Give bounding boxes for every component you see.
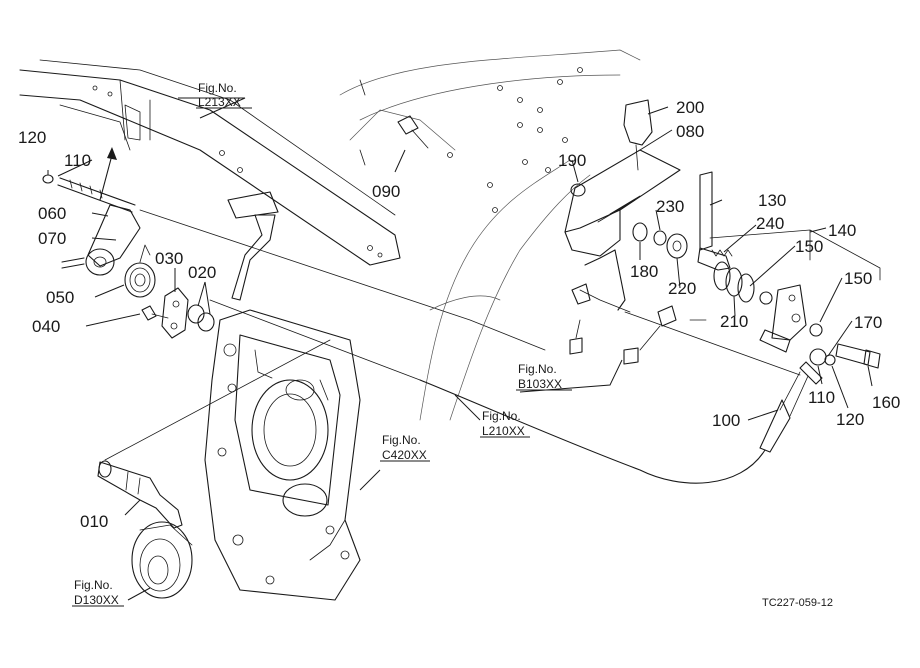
svg-text:Fig.No.: Fig.No. (198, 81, 237, 95)
part-label-120: 120 (18, 128, 46, 147)
svg-text:Fig.No.: Fig.No. (518, 362, 557, 376)
part-label-160: 160 (872, 393, 900, 412)
part-label-070: 070 (38, 229, 66, 248)
part-label-020: 020 (188, 263, 216, 282)
part-label-230: 230 (656, 197, 684, 216)
throttle-cable (209, 299, 823, 484)
part-label-040: 040 (32, 317, 60, 336)
part-label-210: 210 (720, 312, 748, 331)
gear-part (131, 521, 193, 599)
part-label-190: 190 (558, 151, 586, 170)
fig-ref-b103: Fig.No. B103XX (518, 362, 562, 391)
part-label-060: 060 (38, 204, 66, 223)
part-label-240: 240 (756, 214, 784, 233)
part-label-130: 130 (758, 191, 786, 210)
svg-text:L210XX: L210XX (482, 424, 525, 438)
part-label-140: 140 (828, 221, 856, 240)
part-label-030: 030 (155, 249, 183, 268)
svg-text:Fig.No.: Fig.No. (74, 578, 113, 592)
part-labels: 120 110 060 070 050 030 020 040 010 090 … (18, 98, 900, 531)
lever-bracket (564, 99, 881, 369)
part-label-110-b: 110 (808, 388, 835, 407)
left-linkage (42, 147, 546, 351)
part-label-090: 090 (372, 182, 400, 201)
svg-text:C420XX: C420XX (382, 448, 427, 462)
part-label-150-b: 150 (844, 269, 872, 288)
engine-housing (339, 49, 641, 421)
fig-ref-d130: Fig.No. D130XX (74, 578, 119, 607)
svg-text:L213XX: L213XX (198, 95, 241, 109)
fig-ref-l213: Fig.No. L213XX (198, 81, 241, 109)
figure-references: Fig.No. L213XX Fig.No. B103XX Fig.No. L2… (72, 81, 572, 607)
part-label-010: 010 (80, 512, 108, 531)
frame-rail (19, 59, 401, 301)
svg-text:Fig.No.: Fig.No. (482, 409, 521, 423)
fig-ref-c420: Fig.No. C420XX (382, 433, 427, 462)
svg-text:Fig.No.: Fig.No. (382, 433, 421, 447)
part-label-180: 180 (630, 262, 658, 281)
svg-text:D130XX: D130XX (74, 593, 119, 607)
part-label-150: 150 (795, 237, 823, 256)
part-label-170: 170 (854, 313, 882, 332)
fig-ref-l210: Fig.No. L210XX (482, 409, 525, 438)
part-label-050: 050 (46, 288, 74, 307)
part-label-110: 110 (64, 151, 91, 170)
drawing-code: TC227-059-12 (762, 597, 833, 609)
transmission-case (204, 309, 361, 601)
part-label-200: 200 (676, 98, 704, 117)
svg-text:B103XX: B103XX (518, 377, 562, 391)
part-label-220: 220 (668, 279, 696, 298)
shift-shaft (97, 339, 331, 529)
part-label-120-b: 120 (836, 410, 864, 429)
part-label-080: 080 (676, 122, 704, 141)
part-label-100: 100 (712, 411, 740, 430)
